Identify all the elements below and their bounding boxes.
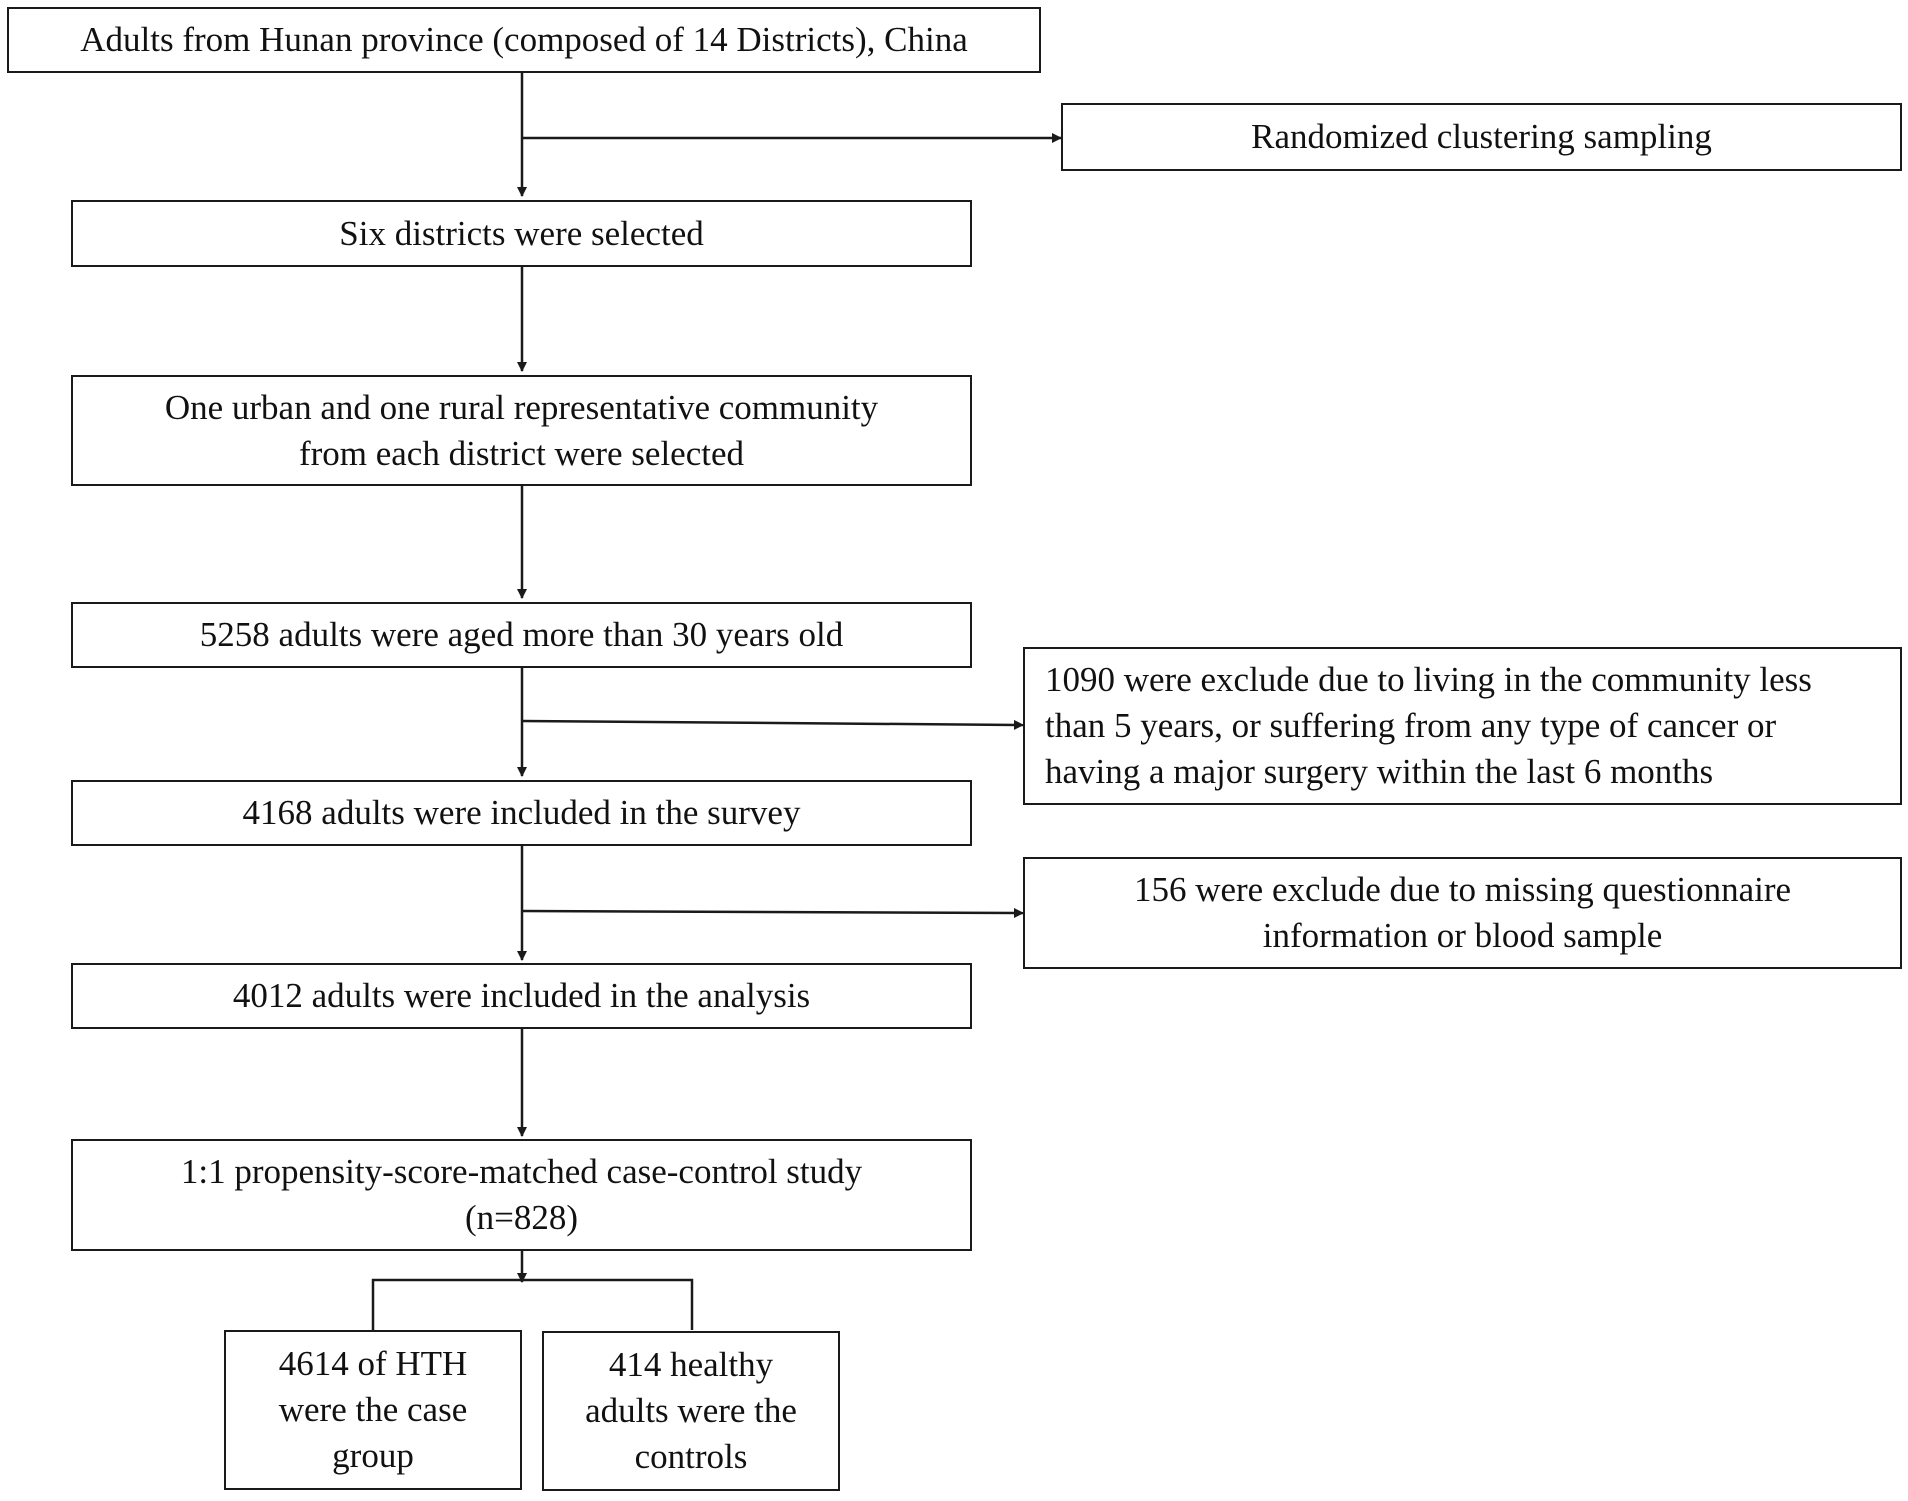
node-excluded-1090: 1090 were exclude due to living in the c… (1023, 647, 1902, 805)
node-line: Six districts were selected (339, 213, 704, 253)
node-controls: 414 healthy adults were the controls (542, 1331, 840, 1491)
node-line: 4012 adults were included in the analysi… (232, 976, 811, 1015)
node-line: One urban and one rural representative c… (164, 387, 879, 427)
node-adults-hunan: Adults from Hunan province (composed of … (7, 7, 1041, 73)
node-excluded-156: 156 were exclude due to missing question… (1023, 857, 1902, 969)
split-bracket (371, 1278, 694, 1330)
node-line: 414 healthy (608, 1345, 774, 1384)
node-line: controls (634, 1437, 748, 1476)
node-line: having a major surgery within the last 6… (1045, 752, 1714, 791)
node-line: 156 were exclude due to missing question… (1133, 870, 1792, 909)
node-line: were the case (278, 1390, 468, 1429)
node-line: 1:1 propensity-score-matched case-contro… (180, 1152, 863, 1191)
node-line: 5258 adults were aged more than 30 years… (199, 615, 844, 654)
node-case-group: 4614 of HTH were the case group (224, 1330, 522, 1490)
node-communities: One urban and one rural representative c… (71, 375, 972, 486)
node-line: information or blood sample (1262, 916, 1663, 955)
node-line: 4614 of HTH (278, 1344, 468, 1383)
node-line: group (332, 1436, 414, 1475)
node-six-districts: Six districts were selected (71, 200, 972, 267)
node-line: than 5 years, or suffering from any type… (1045, 706, 1777, 745)
node-psm-study: 1:1 propensity-score-matched case-contro… (71, 1139, 972, 1251)
node-sampling: Randomized clustering sampling (1061, 103, 1902, 171)
branch-to-excluded-156 (521, 907, 1024, 918)
node-line: 1090 were exclude due to living in the c… (1045, 660, 1812, 699)
node-line: Randomized clustering sampling (1251, 117, 1712, 156)
node-line: 4168 adults were included in the survey (242, 793, 801, 832)
node-analysis: 4012 adults were included in the analysi… (71, 963, 972, 1029)
node-survey: 4168 adults were included in the survey (71, 780, 972, 846)
branch-to-excluded-1090 (521, 719, 1024, 730)
node-aged-over-30: 5258 adults were aged more than 30 years… (71, 602, 972, 668)
node-line: (n=828) (464, 1198, 579, 1237)
node-line: Adults from Hunan province (composed of … (80, 20, 968, 59)
node-line: adults were the (585, 1391, 797, 1430)
node-line: from each district were selected (298, 433, 745, 473)
